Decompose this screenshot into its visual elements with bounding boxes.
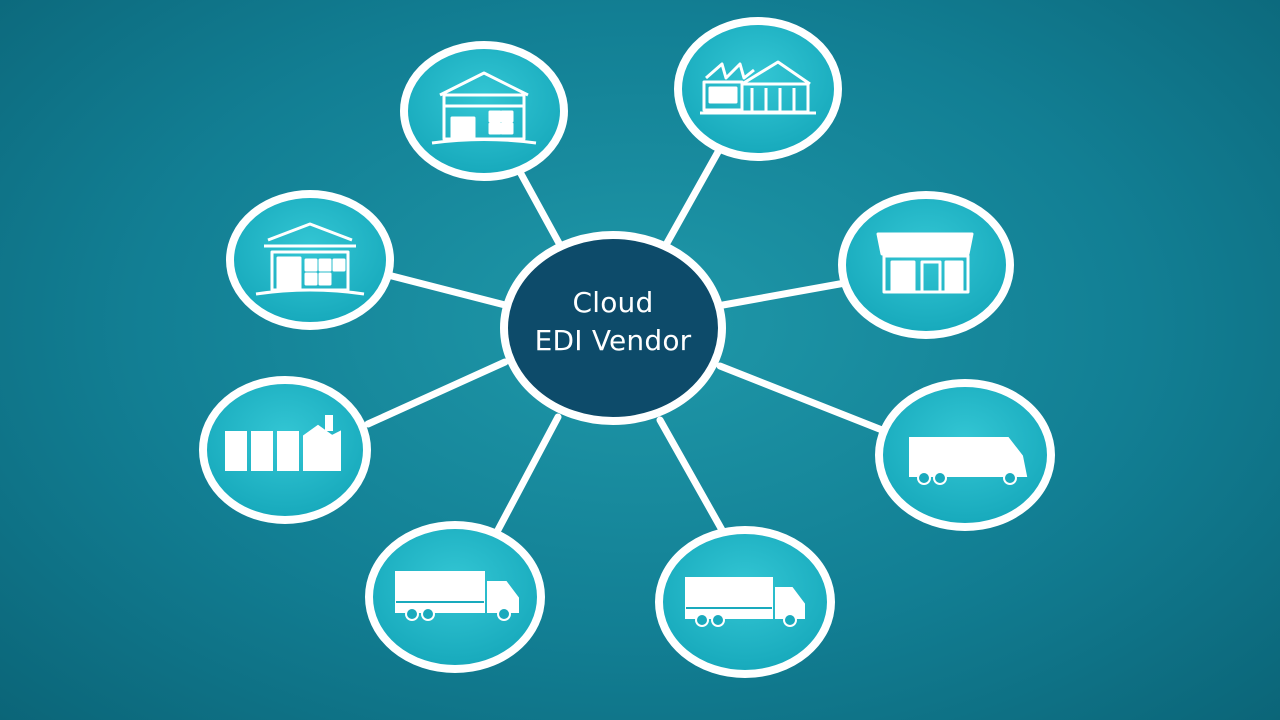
connector-delivery-van [716,362,886,434]
node-retail-store-circle [838,191,1014,339]
manufacturing-plant-icon [225,415,341,471]
connector-manufacturing-plant [364,358,509,428]
storefront-icon [876,232,974,294]
node-warehouse [400,41,568,181]
node-delivery-van [875,379,1055,531]
node-manufacturing-plant [199,376,371,524]
distribution-center-icon [255,222,365,296]
node-box-truck-right [655,526,835,678]
delivery-van-icon [909,437,1028,485]
hub-label: Cloud EDI Vendor [505,284,721,360]
box-truck-icon [395,571,519,621]
node-warehouse-circle [400,41,568,181]
hub-circle [500,231,726,425]
box-truck-icon [685,577,805,627]
connector-factory [663,148,722,247]
connector-warehouse [516,168,564,249]
hub-label-line-1: Cloud [572,286,654,319]
connector-distribution-center [384,271,509,309]
connector-box-truck-left [494,413,562,534]
node-factory [674,17,842,161]
node-box-truck-left [365,521,545,673]
node-retail-store [838,191,1014,339]
connector-retail-store [719,279,849,309]
node-distribution-center [226,190,394,330]
factory-icon [700,60,816,115]
connector-box-truck-right [656,416,726,534]
connector-lines [364,148,886,534]
warehouse-icon [431,71,537,145]
hub-label-line-2: EDI Vendor [534,324,692,357]
hub-node [500,231,726,425]
node-factory-circle [674,17,842,161]
